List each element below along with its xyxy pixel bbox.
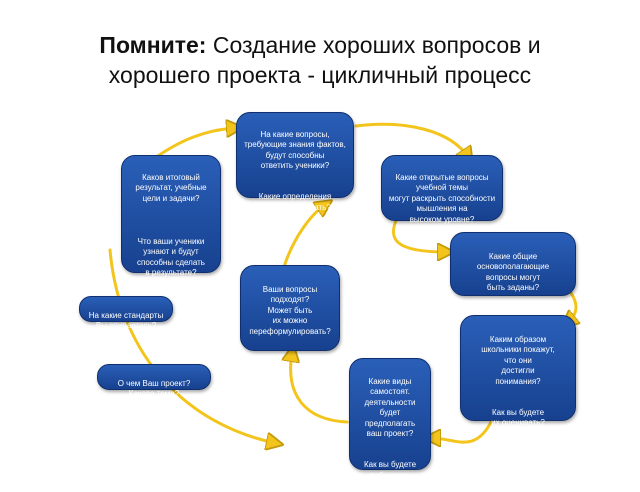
arrow-results-to-top (150, 128, 235, 162)
title-line1: Создание хороших вопросов и (206, 32, 541, 58)
motivate-text: Как вы будете побуждать школьников? (363, 460, 417, 490)
node-factual-questions: На какие вопросы, требующие знания факто… (236, 112, 354, 212)
topic-text: О чем Ваш проект? Какова тема? (117, 379, 191, 398)
node-open-questions: Какие открытые вопросы учебной темы могу… (381, 155, 503, 224)
factual-questions-text: На какие вопросы, требующие знания факто… (244, 129, 346, 171)
arrow-open-to-fundamental (392, 214, 446, 252)
arrow-center-to-top (281, 205, 325, 272)
arrow-top-to-open (354, 122, 468, 157)
results-know-text: Что ваши ученики узнают и будут способны… (137, 236, 205, 278)
results-goals-text: Каков итоговый результат, учебные цели и… (135, 172, 207, 203)
node-center-questions: Ваши вопросы подходят? Может быть их мож… (240, 265, 340, 351)
fundamental-questions-text: Какие общие основополагающие вопросы мог… (476, 251, 550, 293)
node-results: Каков итоговый результат, учебные цели и… (121, 155, 221, 277)
node-show-understanding: Каким образом школьники покажут, что они… (460, 315, 576, 427)
title-line2: хорошего проекта - цикличный процесс (108, 62, 532, 88)
slide-title: Помните: Создание хороших вопросов и хор… (0, 30, 640, 90)
title-bold: Помните: (99, 32, 207, 58)
definitions-text: Какие определения они должны знать? (258, 192, 332, 212)
topic-pill: О чем Ваш проект? Какова тема? (97, 364, 211, 398)
show-understanding-text: Каким образом школьники покажут, что они… (481, 334, 555, 386)
node-fundamental-questions: Какие общие основополагающие вопросы мог… (450, 232, 576, 296)
center-questions-text: Ваши вопросы подходят? Может быть их мож… (249, 284, 331, 336)
arrow-show-to-activities (432, 418, 494, 442)
node-activities: Какие виды самостоят. деятельности будет… (349, 358, 431, 490)
arrow-activities-to-center (291, 353, 349, 424)
assess-text: Как вы будете их оценивать? (491, 407, 545, 428)
activities-text: Какие виды самостоят. деятельности будет… (364, 376, 416, 439)
open-questions-text: Какие открытые вопросы учебной темы могу… (388, 172, 496, 224)
standards-pill: На какие стандарты Вы опираетесь? (79, 296, 173, 330)
standards-text: На какие стандарты Вы опираетесь? (88, 311, 164, 330)
